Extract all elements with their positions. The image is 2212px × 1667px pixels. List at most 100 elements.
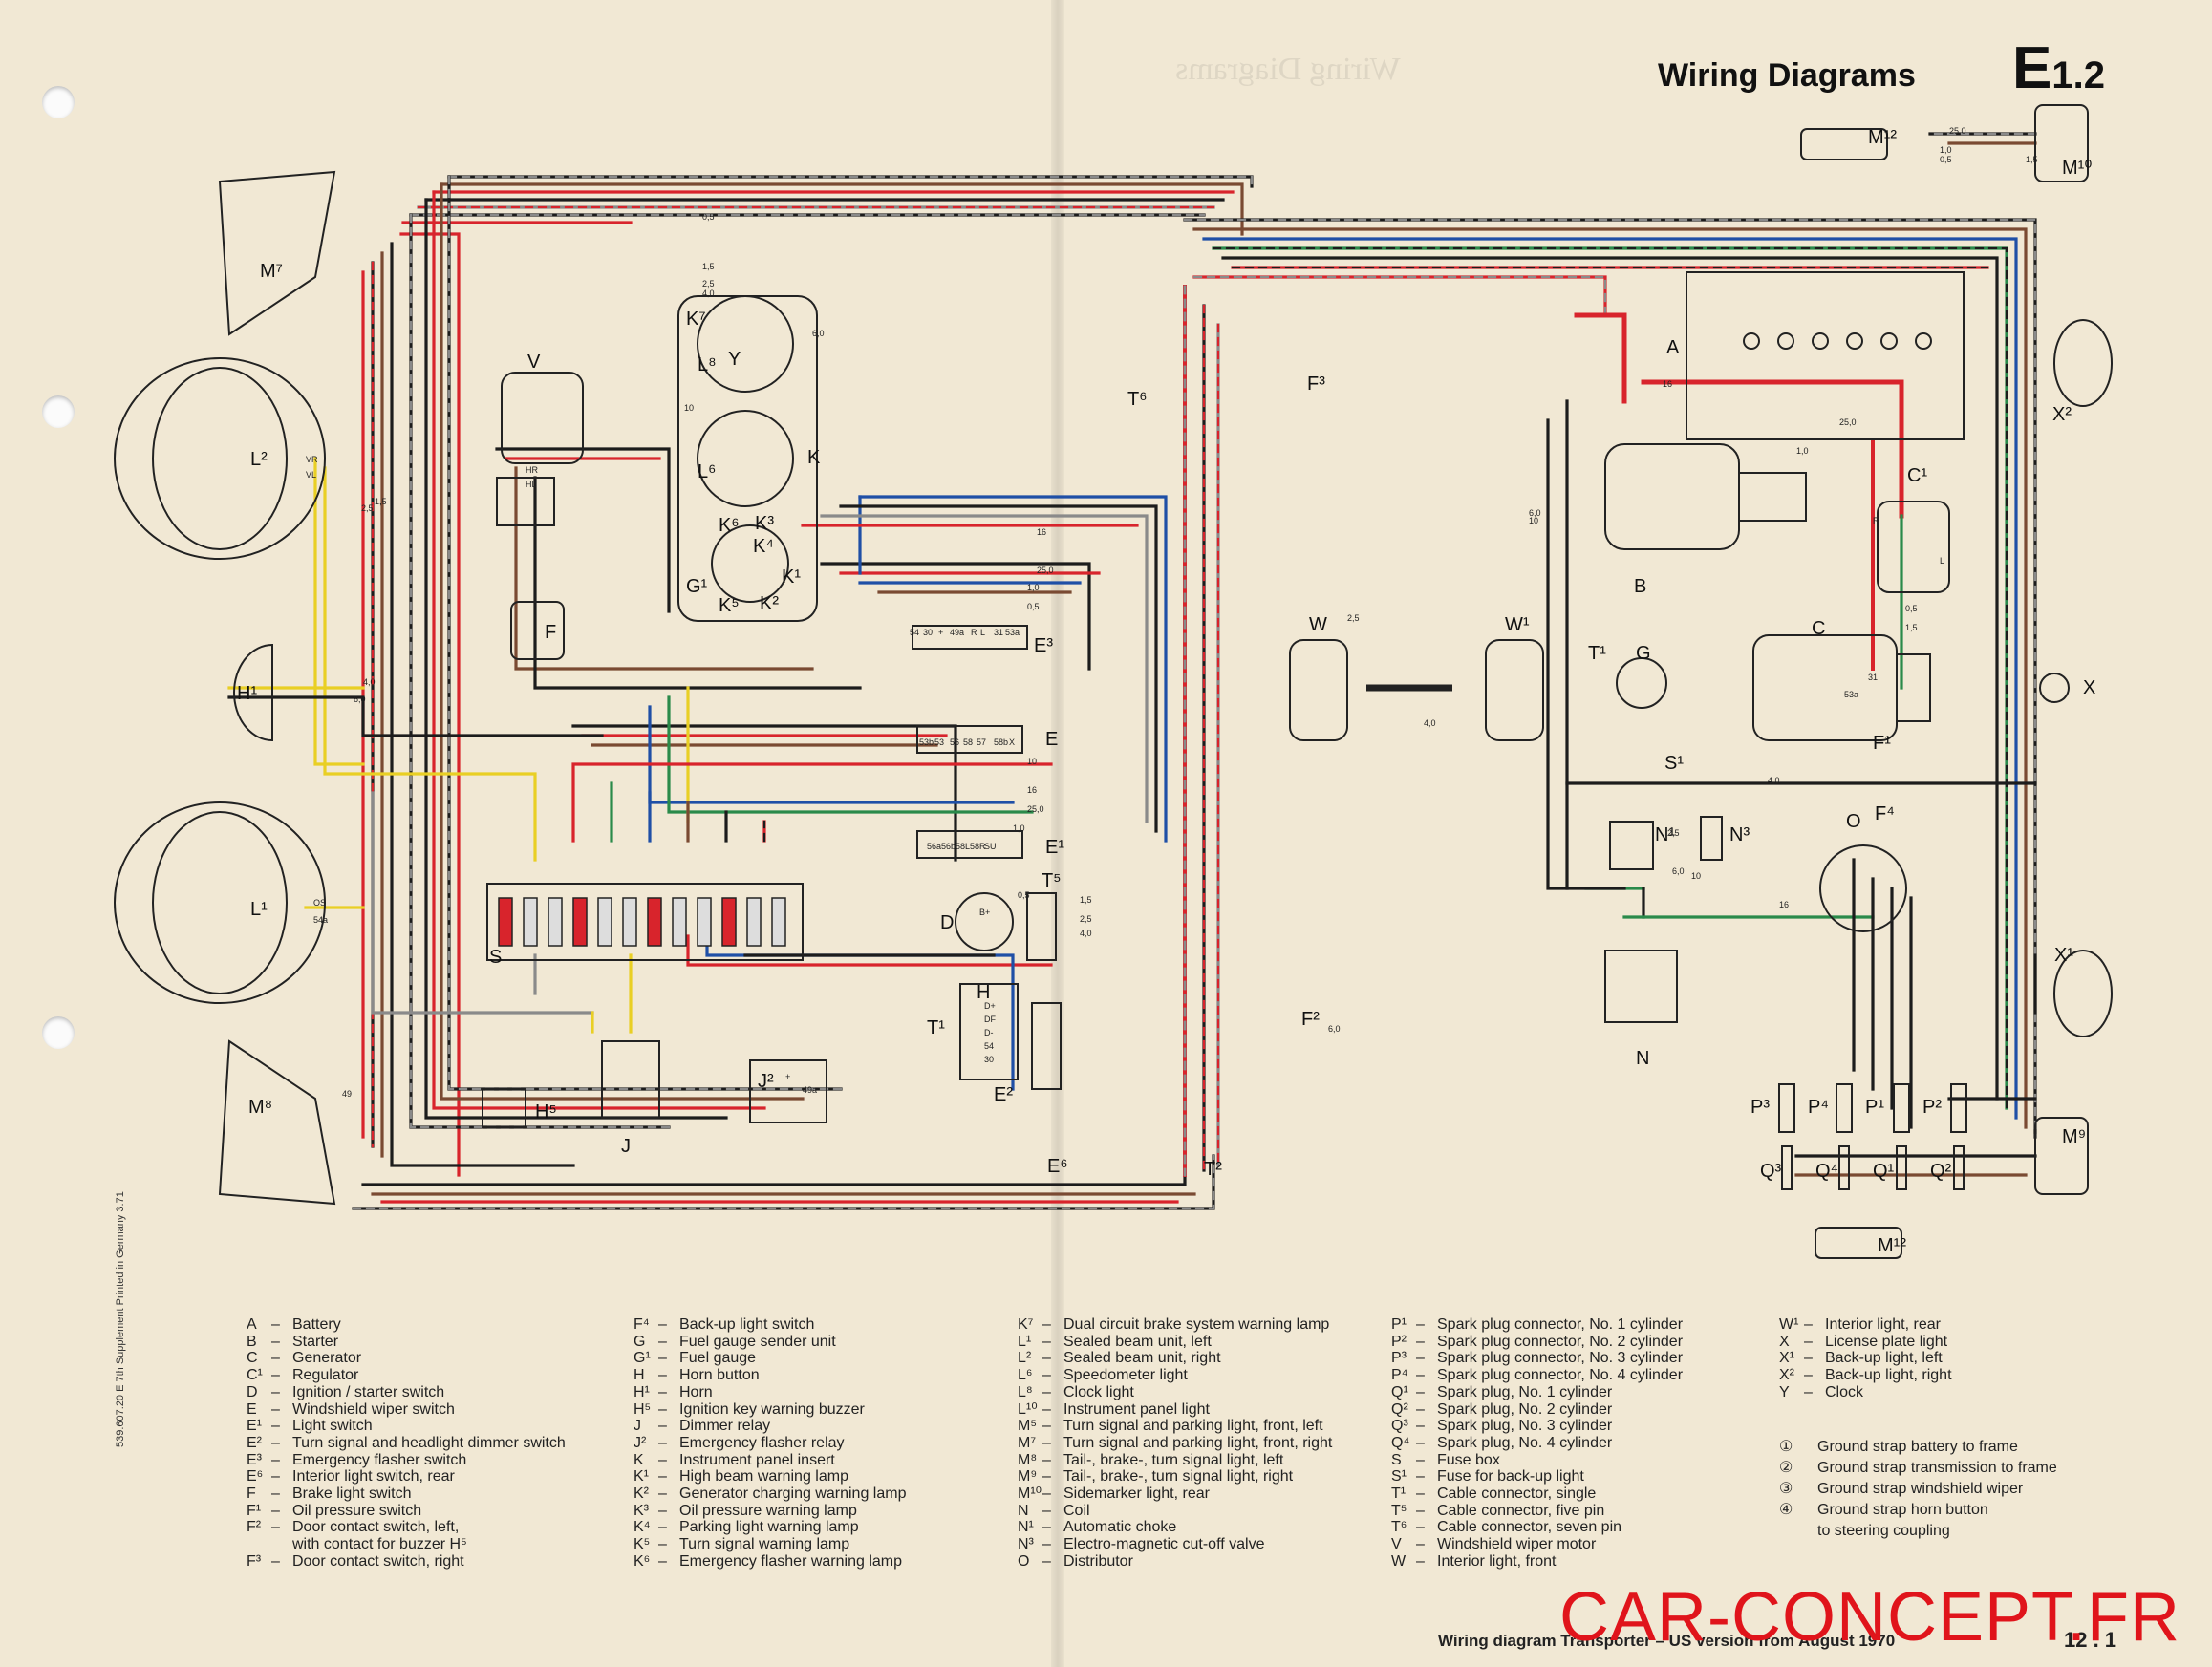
component-label: L² — [250, 449, 268, 470]
legend-item: O–Distributor — [1018, 1553, 1332, 1571]
terminal-label: 49a — [950, 628, 964, 637]
legend-dash: – — [1042, 1400, 1051, 1418]
legend-code: V — [1391, 1536, 1402, 1553]
legend-item: M¹⁰–Sidemarker light, rear — [1018, 1485, 1332, 1503]
terminal-label: VR — [306, 455, 318, 464]
legend-item: K²–Generator charging warning lamp — [634, 1485, 906, 1503]
legend-code: C¹ — [247, 1367, 263, 1384]
legend-dash: – — [271, 1451, 280, 1468]
component-label: F — [545, 622, 556, 643]
legend-code: X² — [1779, 1367, 1794, 1384]
buzzer — [482, 1088, 526, 1128]
component-label: K¹ — [782, 566, 801, 588]
legend-item: M⁵–Turn signal and parking light, front,… — [1018, 1418, 1332, 1435]
wire-gauge-label: 1,5 — [1080, 895, 1092, 905]
legend-code: T¹ — [1391, 1485, 1407, 1503]
ground-strap-text: Ground strap horn button — [1817, 1502, 1988, 1518]
wire-stripe — [447, 175, 1254, 188]
terminal-label: + — [785, 1072, 790, 1081]
wire — [390, 242, 575, 1167]
wire-stripe — [1212, 246, 2008, 1110]
wire-gauge-label: 16 — [1779, 900, 1789, 909]
legend-item: J–Dimmer relay — [634, 1418, 906, 1435]
component-label: E³ — [1034, 635, 1053, 656]
wire-gauge-label: 0,5 — [1027, 602, 1040, 611]
legend-text: Regulator — [292, 1367, 359, 1384]
legend-code: E¹ — [247, 1418, 262, 1435]
wire-gauge-label: 2,5 — [1667, 828, 1680, 838]
wire — [432, 190, 766, 1110]
wire-gauge-label: 1,0 — [1940, 145, 1952, 155]
legend-dash: – — [1416, 1418, 1425, 1435]
legend-dash: – — [1804, 1316, 1813, 1333]
legend-text: Fuel gauge — [679, 1350, 757, 1367]
flasher-switch — [912, 625, 1028, 650]
wire — [440, 182, 805, 1101]
page-fold — [1051, 0, 1064, 1667]
ground-strap-text: Ground strap windshield wiper — [1817, 1481, 2024, 1497]
component-label: K⁶ — [719, 515, 740, 536]
component-label: N³ — [1729, 824, 1750, 845]
legend-dash: – — [1042, 1468, 1051, 1485]
wire-gauge-label: 16 — [1037, 527, 1046, 537]
wire-gauge-labels: 0,51,52,54,06,0101625,01,00,51,52,54,06,… — [306, 126, 2038, 1099]
legend-dash: – — [658, 1333, 667, 1350]
legend-text: Brake light switch — [292, 1485, 412, 1503]
legend-dash: – — [1042, 1519, 1051, 1536]
legend-code: Y — [1779, 1383, 1790, 1400]
wire-gauge-label: 10 — [1529, 516, 1538, 525]
flasher-relay — [749, 1059, 827, 1123]
terminal-label: 56b — [941, 842, 956, 851]
legend-text: Coil — [1063, 1502, 1090, 1519]
legend-code: E² — [247, 1434, 262, 1451]
wire-gauge-label: 0,5 — [702, 212, 715, 222]
terminal-label: 54 — [910, 628, 919, 637]
legend-dash: – — [1042, 1502, 1051, 1519]
legend-dash: – — [658, 1552, 667, 1570]
wire — [1641, 379, 1904, 519]
component-label: T² — [1204, 1159, 1222, 1180]
legend-text: Spark plug, No. 4 cylinder — [1437, 1434, 1613, 1451]
legend-item: X²–Back-up light, right — [1779, 1367, 1952, 1384]
legend-item: C¹–Regulator — [247, 1367, 566, 1384]
legend-item: Y–Clock — [1779, 1384, 1952, 1401]
legend-dash: – — [271, 1350, 280, 1367]
terminal-label: HL — [526, 480, 537, 489]
legend-text: Dual circuit brake system warning lamp — [1063, 1316, 1330, 1333]
legend-dash: – — [1416, 1451, 1425, 1468]
wire-gauge-label: 16 — [1027, 785, 1037, 795]
legend-code: F² — [247, 1519, 262, 1536]
legend-text: Spark plug, No. 3 cylinder — [1437, 1418, 1613, 1435]
legend-item: D–Ignition / starter switch — [247, 1384, 566, 1401]
legend-code: Q¹ — [1391, 1383, 1408, 1400]
legend-item: E–Windshield wiper switch — [247, 1401, 566, 1419]
legend-code: Q³ — [1391, 1418, 1408, 1435]
legend-code: W¹ — [1779, 1316, 1799, 1333]
legend-item: K⁴–Parking light warning lamp — [634, 1519, 906, 1536]
legend-item: F–Brake light switch — [247, 1485, 566, 1503]
wire — [495, 447, 671, 613]
wire-stripe — [1192, 275, 1607, 317]
legend-code: L¹⁰ — [1018, 1400, 1038, 1418]
legend-item: T¹–Cable connector, single — [1391, 1485, 1683, 1503]
component-label: C¹ — [1907, 465, 1927, 486]
fuse-box — [486, 883, 804, 961]
legend-code: M⁷ — [1018, 1434, 1037, 1451]
legend-item: T⁵–Cable connector, five pin — [1391, 1503, 1683, 1520]
legend-item: F⁴–Back-up light switch — [634, 1316, 906, 1334]
wire-gauge-label: 25,0 — [1037, 566, 1054, 575]
component-label: E — [1045, 729, 1058, 750]
legend-text: Tail-, brake-, turn signal light, left — [1063, 1451, 1284, 1468]
wire-gauge-label: 4,0 — [1768, 776, 1780, 785]
component-label: Q² — [1930, 1161, 1952, 1182]
legend-text: Sidemarker light, rear — [1063, 1485, 1210, 1503]
wire — [1192, 227, 2028, 1129]
terminal-label: D- — [984, 1028, 994, 1037]
component-label: S — [489, 947, 502, 968]
fuel-sender — [1616, 657, 1667, 709]
component-label: L⁶ — [698, 461, 716, 482]
legend-code: C — [247, 1350, 258, 1367]
legend-code: J — [634, 1418, 641, 1435]
legend-column: K⁷–Dual circuit brake system warning lam… — [1018, 1316, 1332, 1571]
